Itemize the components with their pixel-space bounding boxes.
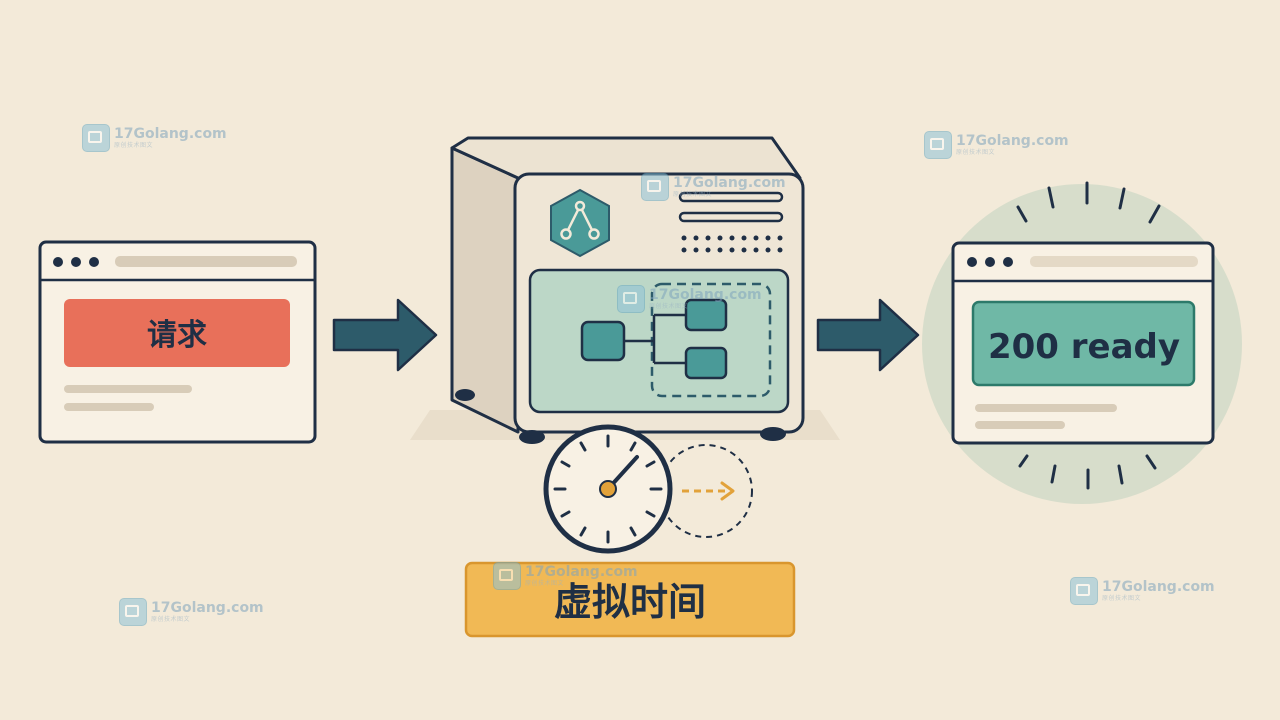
watermark-site: 17Golang.com — [673, 175, 786, 191]
vent-dots — [681, 235, 783, 253]
watermark-sub: 原创技术图文 — [956, 149, 996, 156]
arrow-right-icon — [332, 298, 438, 372]
watermark-sub: 原创技术图文 — [114, 142, 154, 149]
site-logo-icon — [617, 285, 645, 313]
address-bar — [1030, 256, 1198, 267]
site-logo-icon — [1070, 577, 1098, 605]
flow-diagram-icon — [580, 298, 728, 380]
site-logo-icon — [82, 124, 110, 152]
window-dot-icon — [53, 257, 63, 267]
burst-lines — [1016, 181, 1161, 490]
text-line — [975, 421, 1065, 429]
watermark-site: 17Golang.com — [525, 564, 638, 580]
watermark-site: 17Golang.com — [956, 133, 1069, 149]
vent-slot — [678, 191, 784, 203]
virtual-time-label: 虚拟时间 — [554, 580, 706, 624]
watermark-sub: 原创技术图文 — [525, 580, 565, 587]
site-logo-icon — [924, 131, 952, 159]
address-bar — [115, 256, 297, 267]
watermark-site: 17Golang.com — [151, 600, 264, 616]
site-logo-icon — [493, 562, 521, 590]
window-dot-icon — [967, 257, 977, 267]
arrow-right-icon — [816, 298, 920, 372]
response-label: 200 ready — [988, 327, 1180, 367]
watermark-site: 17Golang.com — [649, 287, 762, 303]
text-line — [64, 403, 154, 411]
response-window: 200 ready — [922, 181, 1242, 504]
text-line — [64, 385, 192, 393]
clock-icon — [543, 424, 753, 554]
window-dot-icon — [71, 257, 81, 267]
request-window: 请求 — [38, 240, 317, 444]
server-machine — [410, 136, 840, 444]
site-logo-icon — [641, 173, 669, 201]
watermark-sub: 原创技术图文 — [649, 303, 689, 310]
window-dot-icon — [985, 257, 995, 267]
site-logo-icon — [119, 598, 147, 626]
response-button[interactable] — [971, 300, 1196, 387]
watermark-sub: 原创技术图文 — [673, 191, 713, 198]
request-label: 请求 — [147, 318, 207, 353]
network-nodes-icon — [560, 200, 600, 240]
watermark-sub: 原创技术图文 — [151, 616, 191, 623]
watermark-site: 17Golang.com — [1102, 579, 1215, 595]
watermark-sub: 原创技术图文 — [1102, 595, 1142, 602]
vent-slot — [678, 211, 784, 223]
text-line — [975, 404, 1117, 412]
watermark-site: 17Golang.com — [114, 126, 227, 142]
virtual-time-box — [464, 561, 796, 638]
window-dot-icon — [1003, 257, 1013, 267]
request-button[interactable] — [64, 299, 290, 367]
window-dot-icon — [89, 257, 99, 267]
